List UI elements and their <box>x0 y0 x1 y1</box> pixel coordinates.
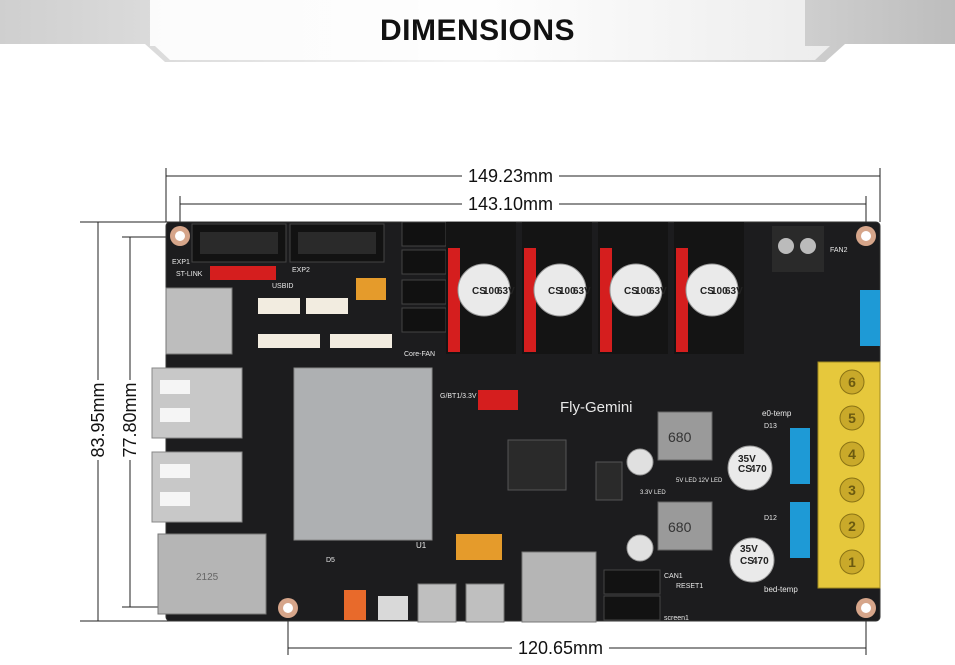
cap-label: CS <box>624 286 638 297</box>
label-core-fan: Core-FAN <box>404 351 435 358</box>
label-exp2: EXP2 <box>292 267 310 274</box>
cap-label: 470 <box>750 464 767 475</box>
dimension-hole-width: 143.10mm <box>462 194 560 214</box>
board-name: Fly-Gemini <box>560 399 633 416</box>
terminal-number: 4 <box>848 446 856 462</box>
cap-label: 100 <box>711 286 728 297</box>
cap-label: CS <box>740 556 754 567</box>
label-rj: 2125 <box>196 572 219 583</box>
cap-label: 35V <box>740 544 758 555</box>
capacitors <box>457 263 775 583</box>
label-led: 5V LED 12V LED <box>676 478 723 484</box>
label-can1: CAN1 <box>664 573 683 580</box>
cap-label: CS <box>738 464 752 475</box>
label-inductor-2: 680 <box>668 519 692 535</box>
label-u1: U1 <box>416 541 427 550</box>
cap-label: CS <box>700 286 714 297</box>
label-exp1: EXP1 <box>172 259 190 266</box>
label-fan2: FAN2 <box>830 247 848 254</box>
dimension-hole-height: 77.80mm <box>120 380 140 460</box>
label-d13: D13 <box>764 423 777 430</box>
label-d5: D5 <box>326 557 335 564</box>
cap-label: 63V <box>725 286 743 297</box>
cap-label: 100 <box>635 286 652 297</box>
terminal-number: 3 <box>848 482 856 498</box>
label-gbt: G/BT1/3.3V <box>440 393 477 400</box>
cap-label: 100 <box>483 286 500 297</box>
mounting-holes <box>170 226 876 618</box>
cap-label: CS <box>548 286 562 297</box>
cap-label: 63V <box>497 286 515 297</box>
page-title: DIMENSIONS <box>379 14 576 47</box>
label-reset: RESET1 <box>676 583 703 590</box>
dimension-overall-width: 149.23mm <box>462 166 560 186</box>
header-banner <box>0 0 955 62</box>
terminal-number: 1 <box>848 554 856 570</box>
terminal-number: 5 <box>848 410 856 426</box>
label-bedtemp: bed-temp <box>764 585 798 594</box>
label-led33: 3.3V LED <box>640 490 666 496</box>
terminal-number: 6 <box>848 374 856 390</box>
dimension-overall-height: 83.95mm <box>88 380 108 460</box>
cap-label: CS <box>472 286 486 297</box>
cap-label: 63V <box>573 286 591 297</box>
wifi-shield <box>293 367 433 541</box>
label-inductor-1: 680 <box>668 429 692 445</box>
cap-label: 35V <box>738 454 756 465</box>
cap-label: 63V <box>649 286 667 297</box>
label-d12: D12 <box>764 515 777 522</box>
label-e0temp: e0-temp <box>762 409 792 418</box>
cap-label: 100 <box>559 286 576 297</box>
label-screen: screen1 <box>664 615 689 622</box>
terminal-number: 2 <box>848 518 856 534</box>
dimension-bottom-hole-width: 120.65mm <box>512 638 610 658</box>
cap-label: 470 <box>752 556 769 567</box>
label-stlink: ST-LINK <box>176 271 203 278</box>
label-usbid: USBID <box>272 283 293 290</box>
mcu-chip <box>507 439 567 491</box>
exp-headers <box>191 223 385 263</box>
